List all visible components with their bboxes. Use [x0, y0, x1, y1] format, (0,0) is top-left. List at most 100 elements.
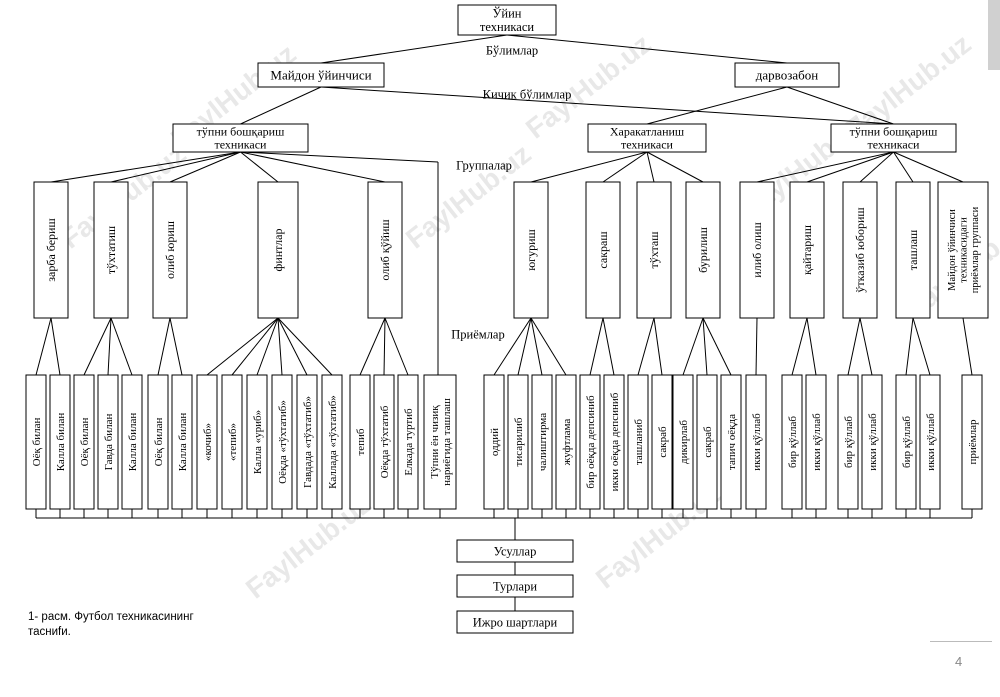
method-box — [296, 374, 318, 510]
level-label: Бўлимлар — [486, 43, 538, 57]
method-box — [349, 374, 371, 510]
method-box — [603, 374, 625, 510]
connector-line — [107, 317, 112, 376]
connector-line — [646, 86, 788, 125]
connector-line — [646, 151, 655, 183]
connector-line — [240, 151, 386, 183]
group-label: ташлаш — [906, 229, 920, 270]
divider — [930, 641, 992, 642]
connector-line — [240, 151, 279, 183]
connector-line — [589, 317, 604, 376]
method-box — [531, 374, 553, 510]
group-label: зарба бериш — [44, 218, 58, 282]
method-box — [49, 374, 71, 510]
level-label: Кичик бўлимлар — [483, 87, 572, 101]
section-box — [734, 62, 840, 88]
connector-line — [847, 317, 861, 376]
connector-line — [637, 317, 655, 376]
method-box — [397, 374, 419, 510]
method-label: икки қўллаб — [751, 413, 763, 471]
connector-line — [893, 151, 914, 183]
group-box — [585, 181, 621, 319]
connector-line — [277, 317, 283, 376]
connector-line — [912, 317, 931, 376]
bottom-label: Ижро шартлари — [473, 615, 558, 629]
method-label: бир қўллаб — [787, 416, 799, 468]
bottom-box — [456, 610, 574, 634]
method-box — [221, 374, 243, 510]
method-label: бир қўллаб — [843, 416, 855, 468]
connector-line — [653, 317, 663, 376]
connector-line — [859, 317, 873, 376]
method-label: икки қўллаб — [867, 413, 879, 471]
method-label: Калла билан — [127, 413, 139, 472]
connector-line — [517, 317, 532, 376]
method-label: Гавдада «тўхтатиб» — [302, 396, 314, 488]
group-box — [367, 181, 403, 319]
method-box — [555, 374, 577, 510]
method-label: бир оёқда депсиниб — [585, 395, 597, 489]
group-label: илиб олиш — [750, 222, 764, 278]
method-label: дикирлаб — [678, 420, 690, 464]
bottom-box — [456, 539, 574, 563]
connector-line — [602, 151, 648, 183]
method-label: Оёқ билан — [79, 418, 91, 467]
connector-line — [157, 317, 171, 376]
connector-line — [530, 317, 543, 376]
connector-line — [231, 317, 279, 376]
group-box — [93, 181, 129, 319]
method-label: Калла билан — [55, 413, 67, 472]
connector-line — [506, 34, 788, 64]
group-box — [636, 181, 672, 319]
method-label: тепиб — [355, 428, 367, 455]
method-label: Тўпни ён чизиқнариёгида ташлаш — [429, 398, 453, 486]
method-label: тапич оёқда — [726, 414, 738, 470]
root-box — [457, 4, 557, 36]
method-label: сакраб — [657, 426, 669, 458]
bottom-label: Турлари — [493, 579, 537, 593]
connector-line — [702, 317, 732, 376]
group-label: сакраш — [596, 231, 610, 269]
method-box — [507, 374, 529, 510]
scrollbar[interactable] — [988, 0, 1000, 70]
connector-line — [206, 317, 279, 376]
bottom-label: Усуллар — [494, 544, 537, 558]
method-label: Калла билан — [177, 413, 189, 472]
connector-line — [110, 151, 241, 183]
connector-line — [383, 317, 386, 376]
connector-line — [277, 317, 333, 376]
connector-line — [755, 317, 758, 376]
group-label: финтлар — [271, 229, 285, 272]
method-label: Калла «уриб» — [252, 410, 264, 474]
connector-line — [384, 317, 409, 376]
connector-line — [786, 86, 894, 125]
method-box — [720, 374, 742, 510]
connector-line — [756, 151, 894, 183]
connector-line — [530, 151, 648, 183]
page-number: 4 — [955, 654, 963, 669]
connector-line — [493, 317, 532, 376]
method-label: бир қўллаб — [901, 416, 913, 468]
connector-line — [320, 86, 894, 125]
connector-line — [682, 317, 704, 376]
method-box — [147, 374, 169, 510]
connector-line — [110, 317, 133, 376]
connector-line — [859, 151, 894, 183]
connector-line — [169, 317, 183, 376]
connector-line — [169, 151, 241, 183]
group-box — [842, 181, 878, 319]
group-box — [937, 181, 989, 319]
method-label: Оёқ билан — [153, 418, 165, 467]
connector-line — [240, 86, 322, 125]
connector-line — [320, 34, 508, 64]
method-label: жуфтлама — [561, 419, 573, 467]
connector-line — [602, 317, 615, 376]
connector-line — [277, 317, 308, 376]
method-box — [483, 374, 505, 510]
connector-line — [50, 151, 241, 183]
connector-line — [646, 151, 704, 183]
method-box — [579, 374, 601, 510]
